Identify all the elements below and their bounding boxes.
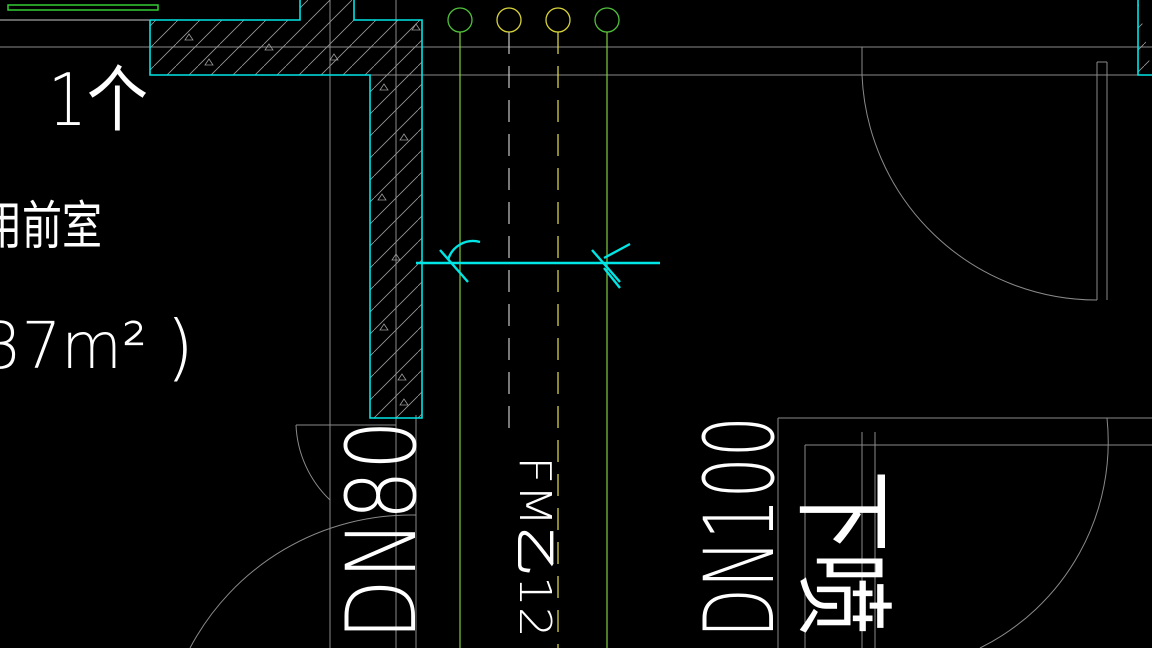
- drawing-labels: 1个 用前室 37m² ) DN80 FM乙12 DN100 下喷: [0, 58, 901, 640]
- area-label: 37m²: [0, 310, 147, 384]
- pipe-size-left: DN80: [326, 420, 438, 640]
- door-tag: FM乙12: [509, 456, 560, 638]
- door-swings: [189, 74, 1109, 648]
- count-label: 1个: [48, 58, 148, 142]
- tag-right: 下喷: [784, 470, 901, 635]
- axis-bubbles: [447, 7, 620, 33]
- room-name-label: 用前室: [0, 197, 102, 257]
- pipe-size-right: DN100: [684, 416, 796, 638]
- area-close-paren: ): [166, 305, 194, 389]
- concrete-wall: [149, 0, 1152, 419]
- dimension-line: [416, 239, 660, 289]
- axis-lines: [459, 32, 608, 648]
- title-block-fragment: [0, 0, 301, 21]
